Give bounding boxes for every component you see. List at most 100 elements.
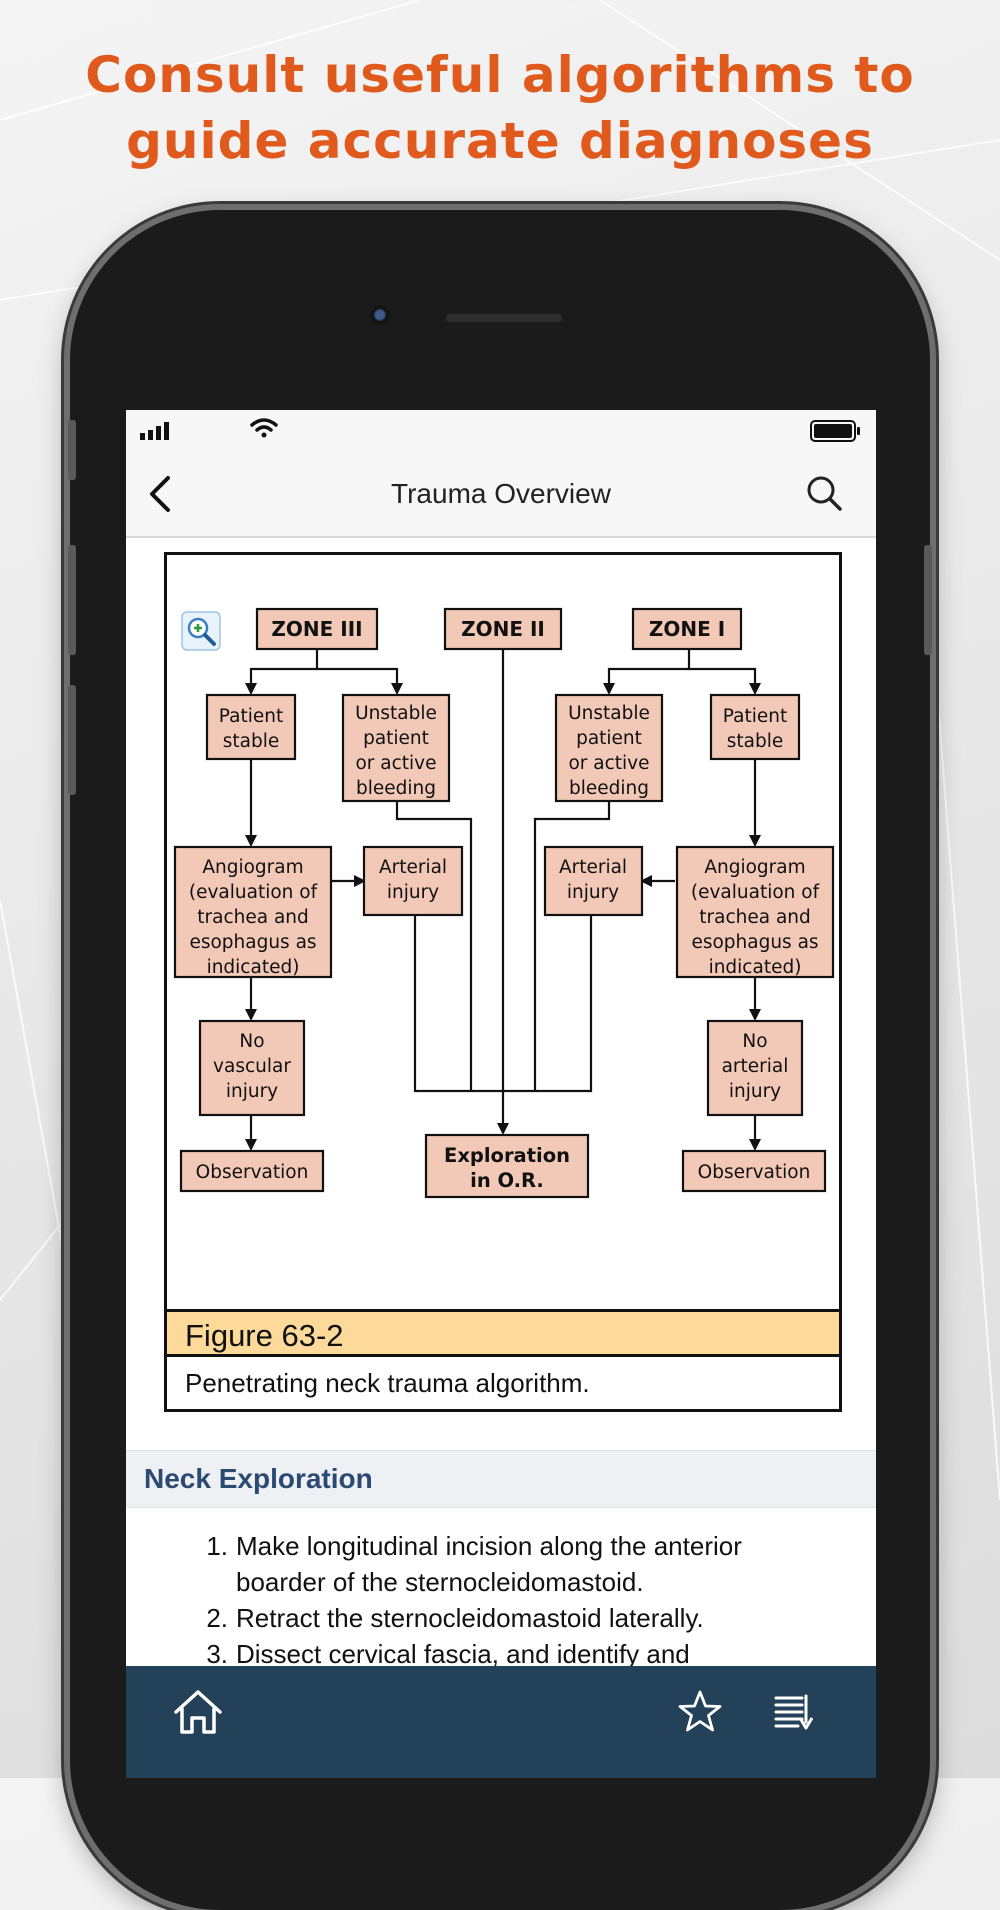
figure-caption: Penetrating neck trauma algorithm. xyxy=(185,1368,590,1398)
star-icon[interactable] xyxy=(672,1684,728,1740)
battery-icon xyxy=(810,420,860,442)
right-unstable-line: Unstable xyxy=(568,703,650,724)
left-observation-box xyxy=(179,1149,325,1193)
front-camera xyxy=(370,305,392,327)
promo-headline: Consult useful algorithms to guide accur… xyxy=(0,42,1000,174)
zone-iii-label: ZONE III xyxy=(271,617,362,641)
connector xyxy=(245,649,319,695)
left-arterial-line: Arterial xyxy=(379,857,447,878)
left-observation-label: Observation xyxy=(196,1162,309,1183)
right-arterial-injury-box xyxy=(543,845,644,917)
right-observation-label: Observation xyxy=(698,1162,811,1183)
phone-volume-down xyxy=(68,685,76,795)
wifi-icon xyxy=(250,418,278,438)
status-bar-icons xyxy=(140,418,860,442)
status-bar xyxy=(126,410,876,452)
left-angiogram-line: Angiogram xyxy=(202,857,303,878)
right-angiogram-line: Angiogram xyxy=(704,857,805,878)
left-no-injury-line: No xyxy=(239,1031,264,1052)
right-angiogram-line: esophagus as xyxy=(691,932,818,953)
phone-power-button xyxy=(924,545,932,655)
search-icon[interactable] xyxy=(802,472,846,516)
right-no-injury-box xyxy=(706,1019,804,1117)
right-angiogram-line: trachea and xyxy=(699,907,811,928)
left-unstable-line: Unstable xyxy=(355,703,437,724)
left-unstable-line: bleeding xyxy=(356,778,436,799)
right-unstable-box xyxy=(554,693,664,803)
left-patient-stable-box xyxy=(205,693,297,761)
exploration-line: in O.R. xyxy=(470,1169,544,1192)
step-number: 3. xyxy=(206,1639,228,1669)
right-unstable-line: or active xyxy=(568,753,649,774)
left-no-injury-line: vascular xyxy=(213,1056,291,1077)
left-angiogram-line: trachea and xyxy=(197,907,309,928)
left-unstable-line: patient xyxy=(363,728,429,749)
connector xyxy=(689,667,761,695)
left-no-injury-box xyxy=(198,1019,306,1117)
right-stable-line: Patient xyxy=(723,706,787,727)
figure-label: Figure 63-2 xyxy=(167,1309,839,1357)
bottom-tab-bar xyxy=(126,1666,876,1778)
right-no-injury-line: No xyxy=(742,1031,767,1052)
procedure-steps-list: 1. Make longitudinal incision along the … xyxy=(126,1528,876,1672)
contents-list-icon[interactable] xyxy=(768,1684,824,1740)
section-header: Neck Exploration xyxy=(126,1450,876,1508)
list-item: 3. Dissect cervical fascia, and identify… xyxy=(126,1636,876,1672)
right-arterial-line: injury xyxy=(567,882,619,903)
connector xyxy=(395,801,473,1091)
left-unstable-line: or active xyxy=(355,753,436,774)
right-unstable-line: bleeding xyxy=(569,778,649,799)
home-icon[interactable] xyxy=(170,1684,226,1740)
left-stable-line: Patient xyxy=(219,706,283,727)
zone-ii-box xyxy=(443,607,563,651)
step-number: 2. xyxy=(206,1603,228,1633)
connector xyxy=(317,667,403,695)
right-observation-box xyxy=(681,1149,827,1193)
right-no-injury-line: arterial xyxy=(722,1056,789,1077)
left-unstable-box xyxy=(341,693,451,803)
exploration-box xyxy=(424,1133,590,1199)
section-title: Neck Exploration xyxy=(144,1463,373,1494)
left-angiogram-line: esophagus as xyxy=(189,932,316,953)
list-item: 2. Retract the sternocleidomastoid later… xyxy=(126,1600,876,1636)
list-item: 1. Make longitudinal incision along the … xyxy=(126,1528,876,1600)
left-stable-line: stable xyxy=(223,731,280,752)
step-text: Make longitudinal incision along the ant… xyxy=(236,1531,742,1597)
right-angiogram-line: indicated) xyxy=(709,957,802,978)
zone-i-label: ZONE I xyxy=(649,617,725,641)
zoom-in-icon[interactable] xyxy=(181,611,221,651)
zone-i-box xyxy=(631,607,743,651)
left-no-injury-line: injury xyxy=(226,1081,278,1102)
zone-iii-box xyxy=(255,607,379,651)
connector xyxy=(533,801,611,1091)
trauma-algorithm-diagram: ZONE III ZONE II ZONE I Patient stable U… xyxy=(173,607,835,1199)
connector xyxy=(413,911,593,1093)
connector xyxy=(603,649,691,695)
right-angiogram-box xyxy=(675,845,835,979)
right-unstable-line: patient xyxy=(576,728,642,749)
headline-line-2: guide accurate diagnoses xyxy=(126,112,874,170)
right-arterial-line: Arterial xyxy=(559,857,627,878)
left-angiogram-line: indicated) xyxy=(207,957,300,978)
figure-panel: ZONE III ZONE II ZONE I Patient stable U… xyxy=(164,552,842,1412)
navigation-bar: Trauma Overview xyxy=(126,452,876,538)
earpiece-speaker xyxy=(446,314,562,322)
signal-icon xyxy=(140,422,169,440)
right-angiogram-line: (evaluation of xyxy=(691,882,820,903)
right-no-injury-line: injury xyxy=(729,1081,781,1102)
zone-ii-label: ZONE II xyxy=(461,617,545,641)
step-number: 1. xyxy=(206,1531,228,1561)
right-patient-stable-box xyxy=(709,693,801,761)
phone-volume-up xyxy=(68,545,76,655)
left-arterial-line: injury xyxy=(387,882,439,903)
phone-mute-switch xyxy=(68,420,76,480)
left-angiogram-line: (evaluation of xyxy=(189,882,318,903)
step-text: Retract the sternocleidomastoid laterall… xyxy=(236,1603,704,1633)
right-stable-line: stable xyxy=(727,731,784,752)
chevron-left-icon[interactable] xyxy=(142,472,186,516)
app-screen: Trauma Overview xyxy=(126,410,876,1778)
exploration-line: Exploration xyxy=(444,1144,570,1167)
page-title: Trauma Overview xyxy=(391,478,611,509)
left-arterial-injury-box xyxy=(362,845,464,917)
headline-line-1: Consult useful algorithms to xyxy=(85,46,915,104)
